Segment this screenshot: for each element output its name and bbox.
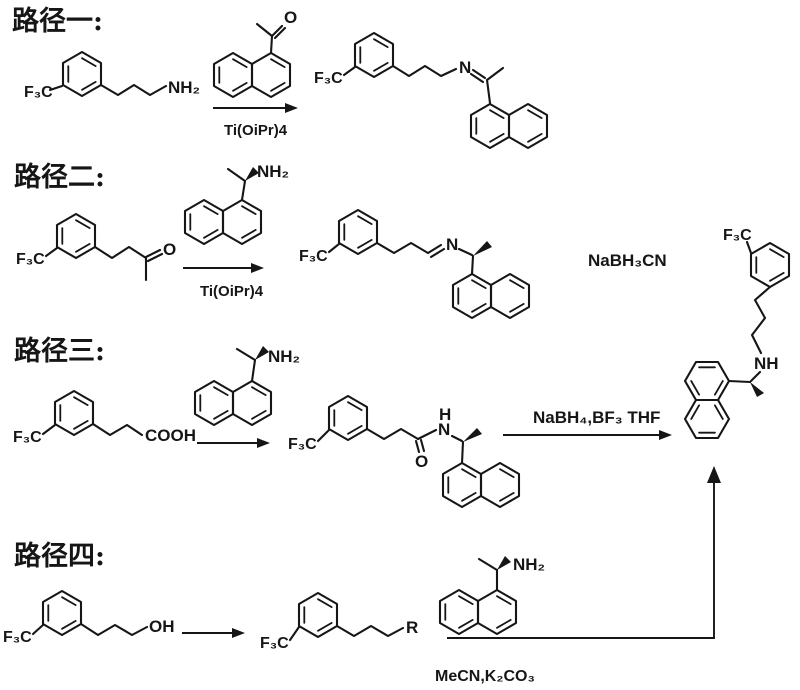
route-1-label: 路径一:	[12, 5, 103, 37]
r-group-label: R	[406, 618, 418, 637]
molecule-route1-imine-product: F₃C N	[314, 31, 549, 150]
f3c-label: F₃C	[13, 429, 42, 446]
molecule-1-acetylnaphthalene: O	[212, 8, 297, 99]
ti-oipr4-label: Ti(OiPr)4	[200, 283, 264, 300]
reaction-arrow-route3	[197, 438, 270, 448]
n-label: N	[446, 235, 458, 254]
benzene-ring	[55, 212, 97, 260]
f3c-label: F₃C	[16, 251, 45, 268]
nh2-label: NH₂	[168, 78, 200, 97]
o-label: O	[163, 240, 176, 259]
n-label: N	[438, 420, 450, 439]
molecule-naphthylethylamine-route3: NH₂	[193, 346, 300, 427]
o-label: O	[284, 8, 297, 27]
molecule-final-product-cinacalcet: F₃C NH	[683, 227, 791, 440]
molecule-route2-imine-product: F₃C N	[299, 208, 531, 320]
naphthalene-ring	[438, 588, 518, 636]
naphthalene-ring	[183, 198, 263, 246]
reaction-arrow-route3-reduction: NaBH₄,BF₃ THF	[503, 408, 672, 440]
benzene-ring	[41, 589, 83, 637]
route-3-section: 路径三: F₃C COOH NH₂ F₃C O	[13, 335, 672, 509]
route-1-section: 路径一: F₃C NH₂ O Ti(OiPr)4 F₃C N	[12, 5, 549, 150]
benzene-ring	[353, 31, 395, 79]
benzene-ring	[749, 241, 791, 289]
molecule-naphthylethylamine-route2: NH₂	[183, 162, 289, 246]
f3c-label: F₃C	[24, 84, 53, 101]
f3c-label: F₃C	[260, 635, 289, 652]
benzene-ring	[53, 389, 95, 437]
f3c-label: F₃C	[723, 227, 752, 244]
f3c-label: F₃C	[3, 629, 32, 646]
molecule-cf3phenyl-propylamine: F₃C NH₂	[24, 50, 200, 101]
route-2-label: 路径二:	[14, 161, 105, 193]
oh-label: OH	[149, 617, 175, 636]
reaction-arrow-route1: Ti(OiPr)4	[213, 103, 298, 139]
molecule-naphthylethylamine-route4: NH₂	[438, 555, 545, 636]
nh2-label: NH₂	[268, 347, 300, 366]
molecule-route4-r-intermediate: F₃C R	[260, 591, 418, 652]
nabh4-bf3-thf-label: NaBH₄,BF₃ THF	[533, 408, 660, 427]
benzene-ring	[327, 394, 369, 442]
nh2-label: NH₂	[257, 162, 289, 181]
nabh3cn-label: NaBH₃CN	[588, 251, 667, 270]
reaction-arrow-route4-to-product: MeCN,K₂CO₃	[435, 466, 721, 685]
reaction-arrow-route4	[182, 628, 245, 638]
naphthalene-ring	[451, 272, 531, 320]
h-label: H	[439, 405, 451, 424]
benzene-ring	[61, 50, 103, 98]
naphthalene-ring	[193, 379, 273, 427]
route-4-label: 路径四:	[14, 540, 105, 572]
route-3-label: 路径三:	[14, 335, 105, 367]
route-4-section: 路径四: F₃C OH F₃C R NH₂	[3, 466, 721, 685]
naphthalene-ring	[683, 360, 731, 440]
f3c-label: F₃C	[288, 436, 317, 453]
ti-oipr4-label: Ti(OiPr)4	[224, 122, 288, 139]
n-label: N	[459, 58, 471, 77]
reaction-arrow-route2: Ti(OiPr)4	[183, 263, 264, 300]
f3c-label: F₃C	[314, 70, 343, 87]
nh2-label: NH₂	[513, 555, 545, 574]
naphthalene-ring	[441, 461, 521, 509]
nh-label: NH	[754, 354, 779, 373]
o-label: O	[415, 452, 428, 471]
benzene-ring	[297, 591, 339, 639]
mecn-k2co3-label: MeCN,K₂CO₃	[435, 668, 535, 685]
molecule-cf3phenyl-propanol: F₃C OH	[3, 589, 175, 646]
cooh-label: COOH	[145, 426, 196, 445]
molecule-route3-amide-product: F₃C O H N	[288, 394, 521, 509]
naphthalene-ring	[212, 51, 292, 99]
route-2-section: 路径二: F₃C O NH₂ Ti(OiPr)4 F₃C	[14, 161, 667, 320]
molecule-cf3phenyl-propanoic-acid: F₃C COOH	[13, 389, 196, 446]
benzene-ring	[337, 208, 379, 256]
molecule-cf3phenyl-butanone: F₃C O	[16, 212, 176, 282]
naphthalene-ring	[469, 102, 549, 150]
f3c-label: F₃C	[299, 248, 328, 265]
